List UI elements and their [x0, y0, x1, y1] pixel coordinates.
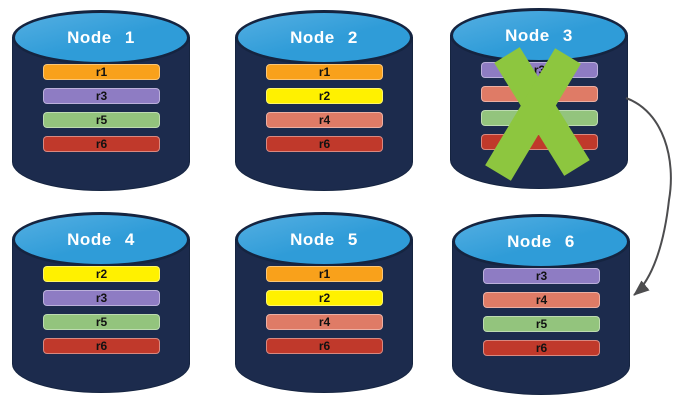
replica-bar: r4 — [266, 112, 383, 128]
cylinder-top: Node 1 — [12, 10, 190, 65]
cylinder-top: Node 6 — [452, 214, 630, 269]
replica-bar: r3 — [483, 268, 600, 284]
replica-bar: r6 — [266, 136, 383, 152]
node-title: Node 5 — [290, 229, 358, 249]
replica-bar: r2 — [266, 88, 383, 104]
replica-bar: r6 — [43, 338, 160, 354]
replica-list: r1 r2 r4 r6 — [266, 64, 383, 152]
replica-bar — [481, 110, 598, 126]
node-title: Node 4 — [67, 229, 135, 249]
replica-bar — [481, 134, 598, 150]
node-cylinder-3: Node 3 r3 — [450, 8, 628, 189]
node-title: Node 6 — [507, 231, 575, 251]
node-title: Node 3 — [505, 25, 573, 45]
cylinder-top: Node 4 — [12, 212, 190, 267]
replica-bar: r6 — [266, 338, 383, 354]
replica-list: r3 r4 r5 r6 — [483, 268, 600, 356]
replica-bar: r5 — [43, 314, 160, 330]
replica-bar: r3 — [43, 88, 160, 104]
node-title: Node 1 — [67, 27, 135, 47]
failover-arrow — [625, 97, 672, 296]
node-title: Node 2 — [290, 27, 358, 47]
replica-bar: r1 — [266, 266, 383, 282]
node-cylinder-5: Node 5 r1 r2 r4 r6 — [235, 212, 413, 393]
replica-list: r3 — [481, 62, 598, 150]
cylinder-top: Node 3 — [450, 8, 628, 63]
replica-bar: r1 — [43, 64, 160, 80]
cylinder-top: Node 5 — [235, 212, 413, 267]
cylinder-top: Node 2 — [235, 10, 413, 65]
replica-bar: r1 — [266, 64, 383, 80]
replica-bar: r4 — [266, 314, 383, 330]
replica-bar: r3 — [43, 290, 160, 306]
replica-bar: r5 — [43, 112, 160, 128]
replica-list: r2 r3 r5 r6 — [43, 266, 160, 354]
replica-bar: r2 — [43, 266, 160, 282]
replica-bar: r3 — [481, 62, 598, 78]
replica-bar: r4 — [483, 292, 600, 308]
replica-bar: r5 — [483, 316, 600, 332]
replica-list: r1 r3 r5 r6 — [43, 64, 160, 152]
node-cylinder-2: Node 2 r1 r2 r4 r6 — [235, 10, 413, 191]
node-cylinder-4: Node 4 r2 r3 r5 r6 — [12, 212, 190, 393]
replica-bar: r2 — [266, 290, 383, 306]
replica-bar — [481, 86, 598, 102]
replica-bar: r6 — [43, 136, 160, 152]
replica-list: r1 r2 r4 r6 — [266, 266, 383, 354]
node-cylinder-6: Node 6 r3 r4 r5 r6 — [452, 214, 630, 395]
replica-bar: r6 — [483, 340, 600, 356]
node-cylinder-1: Node 1 r1 r3 r5 r6 — [12, 10, 190, 191]
